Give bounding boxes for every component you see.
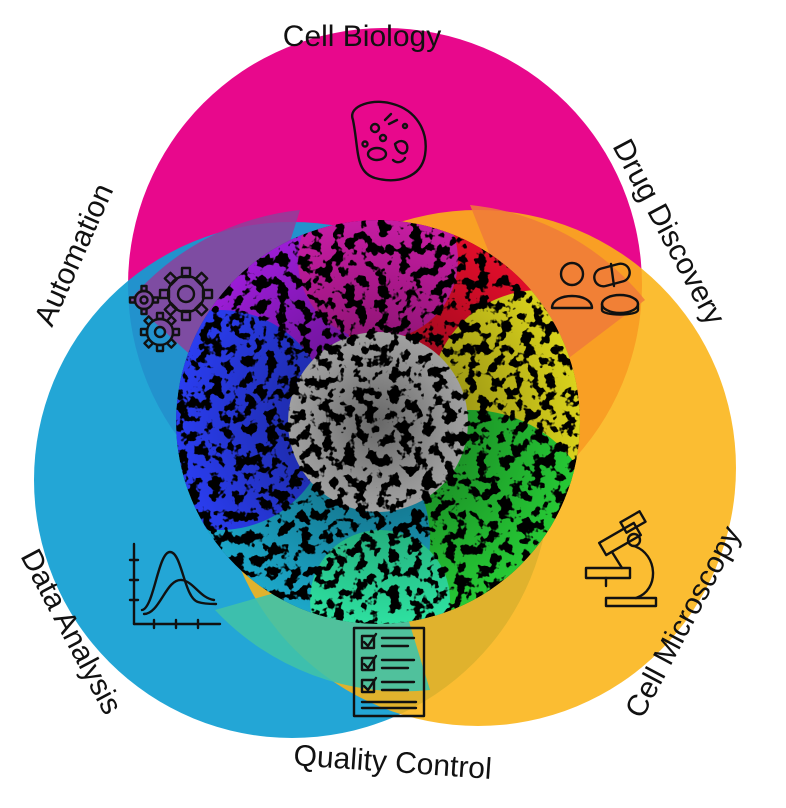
gears-icon [128, 266, 214, 353]
label-quality-control: Quality Control [293, 739, 493, 786]
microscope-icon [584, 510, 658, 608]
cell-icon [351, 100, 427, 182]
checklist-icon [352, 626, 426, 718]
label-cell-biology: Cell Biology [283, 20, 441, 53]
distribution-chart-icon [128, 542, 222, 630]
person-pills-icon [550, 261, 640, 316]
